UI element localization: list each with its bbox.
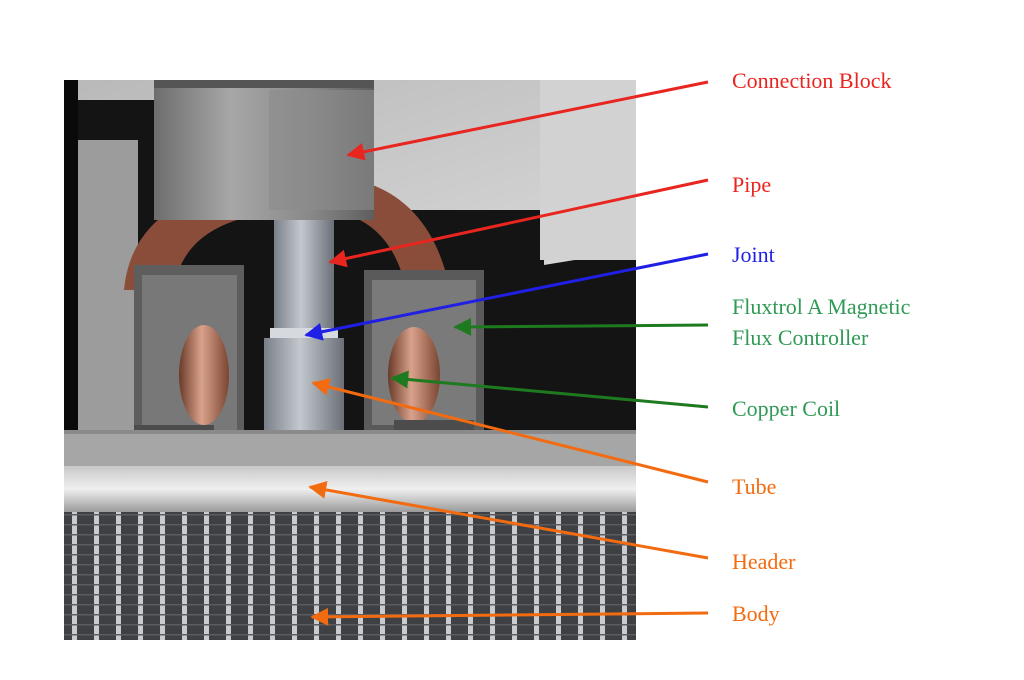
pipe-arrow [328, 178, 709, 268]
label-joint: Joint [732, 242, 775, 267]
label-connection-block: Connection Block [732, 68, 892, 93]
label-copper-coil: Copper Coil [732, 396, 841, 421]
apparatus-photo [64, 80, 636, 640]
connection-block-arrow [346, 80, 709, 161]
label-body: Body [732, 601, 780, 626]
body-arrow [310, 607, 709, 626]
label-pipe: Pipe [732, 172, 772, 197]
copper-coil-arrow [390, 370, 709, 409]
label-tube: Tube [732, 474, 777, 499]
tube-arrow [311, 378, 709, 484]
label-flux-controller-line1: Fluxtrol A Magnetic [732, 294, 911, 319]
header-arrow [308, 480, 709, 560]
label-header: Header [732, 549, 796, 574]
label-flux-controller-line2: Flux Controller [732, 325, 869, 350]
joint-arrow [304, 252, 709, 341]
flux-controller-arrow [453, 317, 709, 336]
